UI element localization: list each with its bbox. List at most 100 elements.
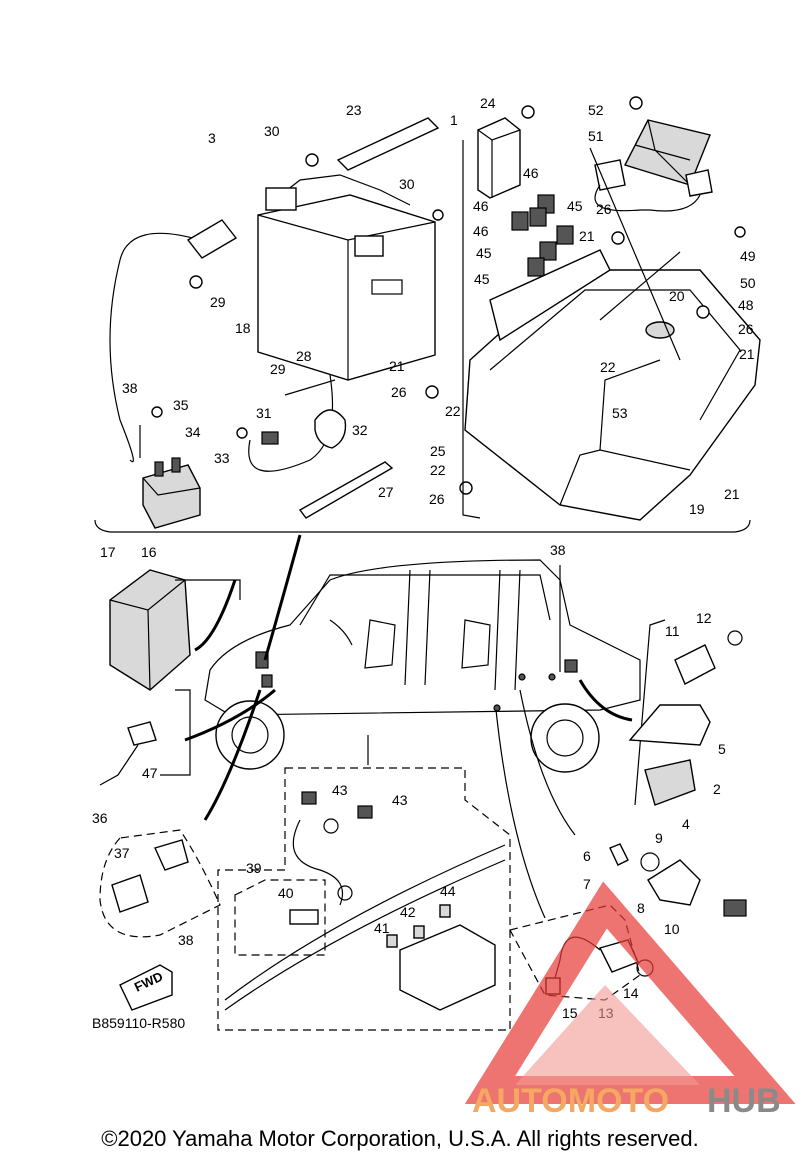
callout: 19 [689,501,705,517]
callout: 30 [264,123,280,139]
callout: 35 [173,397,189,413]
callout: 22 [600,359,616,375]
callout: 28 [296,348,312,364]
callout: 17 [100,544,116,560]
section-divider [94,519,751,533]
callout: 21 [389,358,405,374]
callout: 49 [740,248,756,264]
sensor-8 [647,859,701,906]
ignition-coil [644,759,696,806]
callout: 26 [596,201,612,217]
fwd-arrow [119,964,173,1011]
callout: 38 [178,932,194,948]
callout: 11 [665,623,680,639]
callout: 21 [724,486,740,502]
relay-cluster [511,194,574,277]
callout: 38 [122,380,138,396]
sensor-11 [674,644,716,685]
cdi-unit [109,569,191,691]
callout: 12 [696,610,712,626]
starter-relay [142,457,201,529]
vehicle-silhouette [184,534,641,919]
callout: 8 [637,900,645,916]
callout: 46 [473,223,489,239]
callout: 24 [480,95,496,111]
callout: 22 [445,403,461,419]
callout: 14 [623,985,639,1001]
callout: 46 [523,165,539,181]
callout: 30 [399,176,415,192]
callout: 6 [583,848,591,864]
battery [257,174,436,381]
callout: 29 [270,361,286,377]
callout: 15 [562,1005,578,1021]
callout: 41 [374,920,390,936]
callout: 33 [214,450,230,466]
battery-strap [336,117,440,171]
callout: 34 [185,424,201,440]
callout: 44 [440,883,456,899]
upper-assembly [94,96,761,533]
wire-harness-left [109,232,201,463]
spark-plug [609,843,629,866]
callout: 51 [588,128,604,144]
callout: 48 [738,297,754,313]
callout: 26 [738,321,754,337]
callout: 18 [235,320,251,336]
callout: 1 [450,112,458,128]
watermark-triangle-icon [464,881,796,1104]
callout: 50 [740,275,756,291]
callout: 31 [256,405,272,421]
watermark: AUTOMOTO HUB [464,881,796,1120]
plug-cap [628,704,711,746]
callout: 53 [612,405,628,421]
callout: 37 [114,845,130,861]
callout: 45 [476,245,492,261]
callout: 43 [392,792,408,808]
callout: 45 [567,198,583,214]
callout: 39 [246,860,262,876]
callout: 26 [391,384,407,400]
callout: 45 [474,271,490,287]
callout: 23 [346,102,362,118]
callout-labels: 1 2 3 4 5 6 7 8 9 10 11 12 13 14 15 16 1… [92,95,756,1021]
wire-clamp [314,409,347,449]
temp-sender [127,721,157,746]
callout: 4 [682,816,690,832]
callout: 7 [583,876,591,892]
callout: 40 [278,885,294,901]
battery-tray [464,249,761,521]
fuse-relay-bracket [477,117,521,199]
callout: 5 [718,741,726,757]
callout: 36 [92,810,108,826]
callout: 9 [655,830,663,846]
callout: 25 [430,443,446,459]
watermark-text-auto: AUTOMOTO [472,1082,669,1120]
callout: 42 [400,904,416,920]
callout: 46 [473,198,489,214]
switch-37 [154,839,189,871]
watermark-text-hub: HUB [707,1082,781,1120]
callout: 52 [588,102,604,118]
callout: 2 [713,781,721,797]
callout: 21 [739,346,755,362]
callout: 3 [208,130,216,146]
callout: 16 [141,544,157,560]
wiring-inset [217,767,511,1031]
callout: 29 [210,294,226,310]
callout: 22 [430,462,446,478]
callout: 21 [579,228,595,244]
callout: 10 [664,921,680,937]
callout: 26 [429,491,445,507]
copyright-notice: ©2020 Yamaha Motor Corporation, U.S.A. A… [101,1126,699,1151]
relay-connector [186,219,238,259]
callout: 38 [550,542,566,558]
callout: 27 [378,484,394,500]
callout: 47 [142,765,158,781]
callout: 20 [669,288,685,304]
left-components [99,569,241,1011]
fuse-box [399,924,496,1011]
reference-code: B859110-R580 [92,1015,185,1031]
callout: 32 [352,422,368,438]
